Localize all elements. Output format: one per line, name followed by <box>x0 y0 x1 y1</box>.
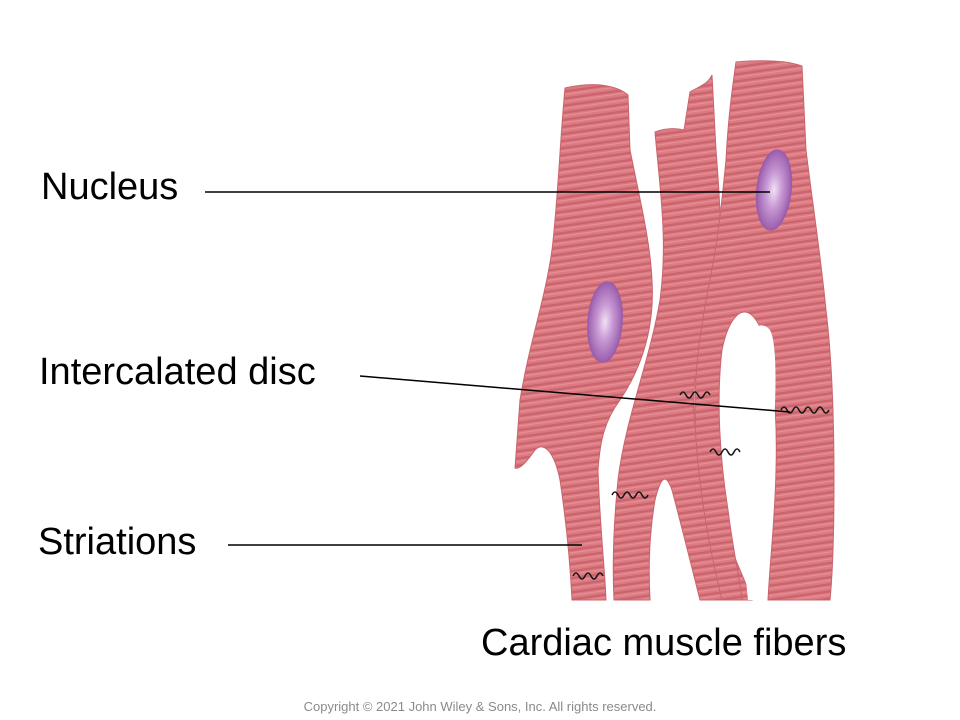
nucleus-lower <box>587 281 623 363</box>
leader-lines <box>205 191 791 546</box>
muscle-fibers <box>514 60 835 601</box>
disc-mark <box>709 448 741 456</box>
intercalated-disc-leader-line <box>359 375 791 413</box>
nucleus-label: Nucleus <box>41 166 179 208</box>
figure-caption: Cardiac muscle fibers <box>481 622 847 664</box>
disc-mark <box>611 491 649 499</box>
copyright-notice: Copyright © 2021 John Wiley & Sons, Inc.… <box>303 699 657 714</box>
fiber-gap <box>736 325 776 600</box>
striations-label: Striations <box>38 521 197 563</box>
nuclei <box>587 149 793 363</box>
disc-mark <box>679 391 711 399</box>
disc-mark <box>572 572 604 580</box>
nucleus-upper <box>755 149 793 231</box>
intercalated-disc-label: Intercalated disc <box>39 351 316 393</box>
fiber-left <box>514 84 653 601</box>
